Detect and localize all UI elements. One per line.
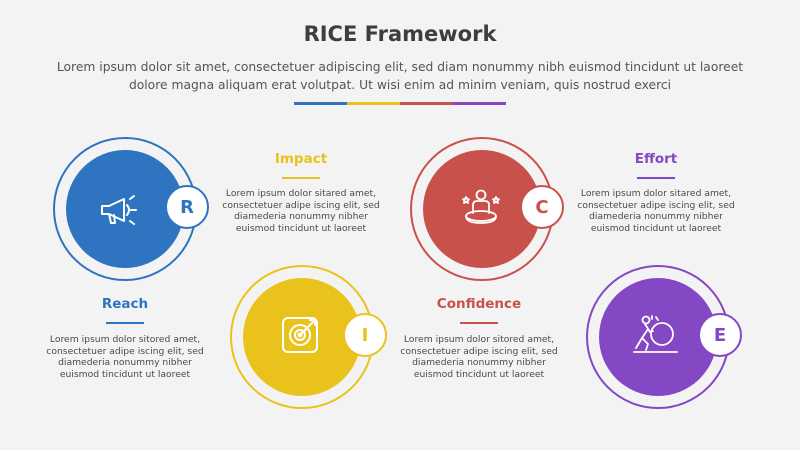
reach-label: Reach: [101, 296, 149, 312]
target-icon: [282, 317, 318, 353]
effort-disc: [599, 278, 717, 396]
effort-underline: [637, 177, 675, 179]
divider-segment-impact: [347, 102, 400, 105]
reach-description: Lorem ipsum dolor sitored amet, consecte…: [46, 334, 204, 380]
pushing-boulder-icon: [633, 315, 678, 353]
effort-description: Lorem ipsum dolor sitared amet, consecte…: [577, 188, 735, 234]
reach-underline: [106, 322, 144, 324]
confident-person-icon: [462, 189, 500, 224]
confidence-description: Lorem ipsum dolor sitored amet, consecte…: [400, 334, 558, 380]
confidence-badge: C: [520, 185, 564, 229]
impact-label: Impact: [274, 151, 328, 167]
divider-segment-confidence: [400, 102, 453, 105]
divider-segment-effort: [453, 102, 506, 105]
reach-letter: R: [180, 196, 194, 218]
megaphone-icon: [101, 195, 137, 225]
confidence-underline: [460, 322, 498, 324]
page-subtitle: Lorem ipsum dolor sit amet, consectetuer…: [56, 60, 744, 92]
effort-letter: E: [713, 324, 727, 346]
confidence-label: Confidence: [436, 296, 522, 312]
impact-badge: I: [343, 313, 387, 357]
impact-letter: I: [361, 324, 369, 346]
impact-underline: [282, 177, 320, 179]
impact-disc: [243, 278, 361, 396]
confidence-letter: C: [535, 196, 549, 218]
page-title: RICE Framework: [303, 22, 497, 46]
divider-segment-reach: [294, 102, 347, 105]
effort-badge: E: [698, 313, 742, 357]
effort-label: Effort: [634, 151, 678, 167]
reach-badge: R: [165, 185, 209, 229]
impact-description: Lorem ipsum dolor sitared amet, consecte…: [222, 188, 380, 234]
